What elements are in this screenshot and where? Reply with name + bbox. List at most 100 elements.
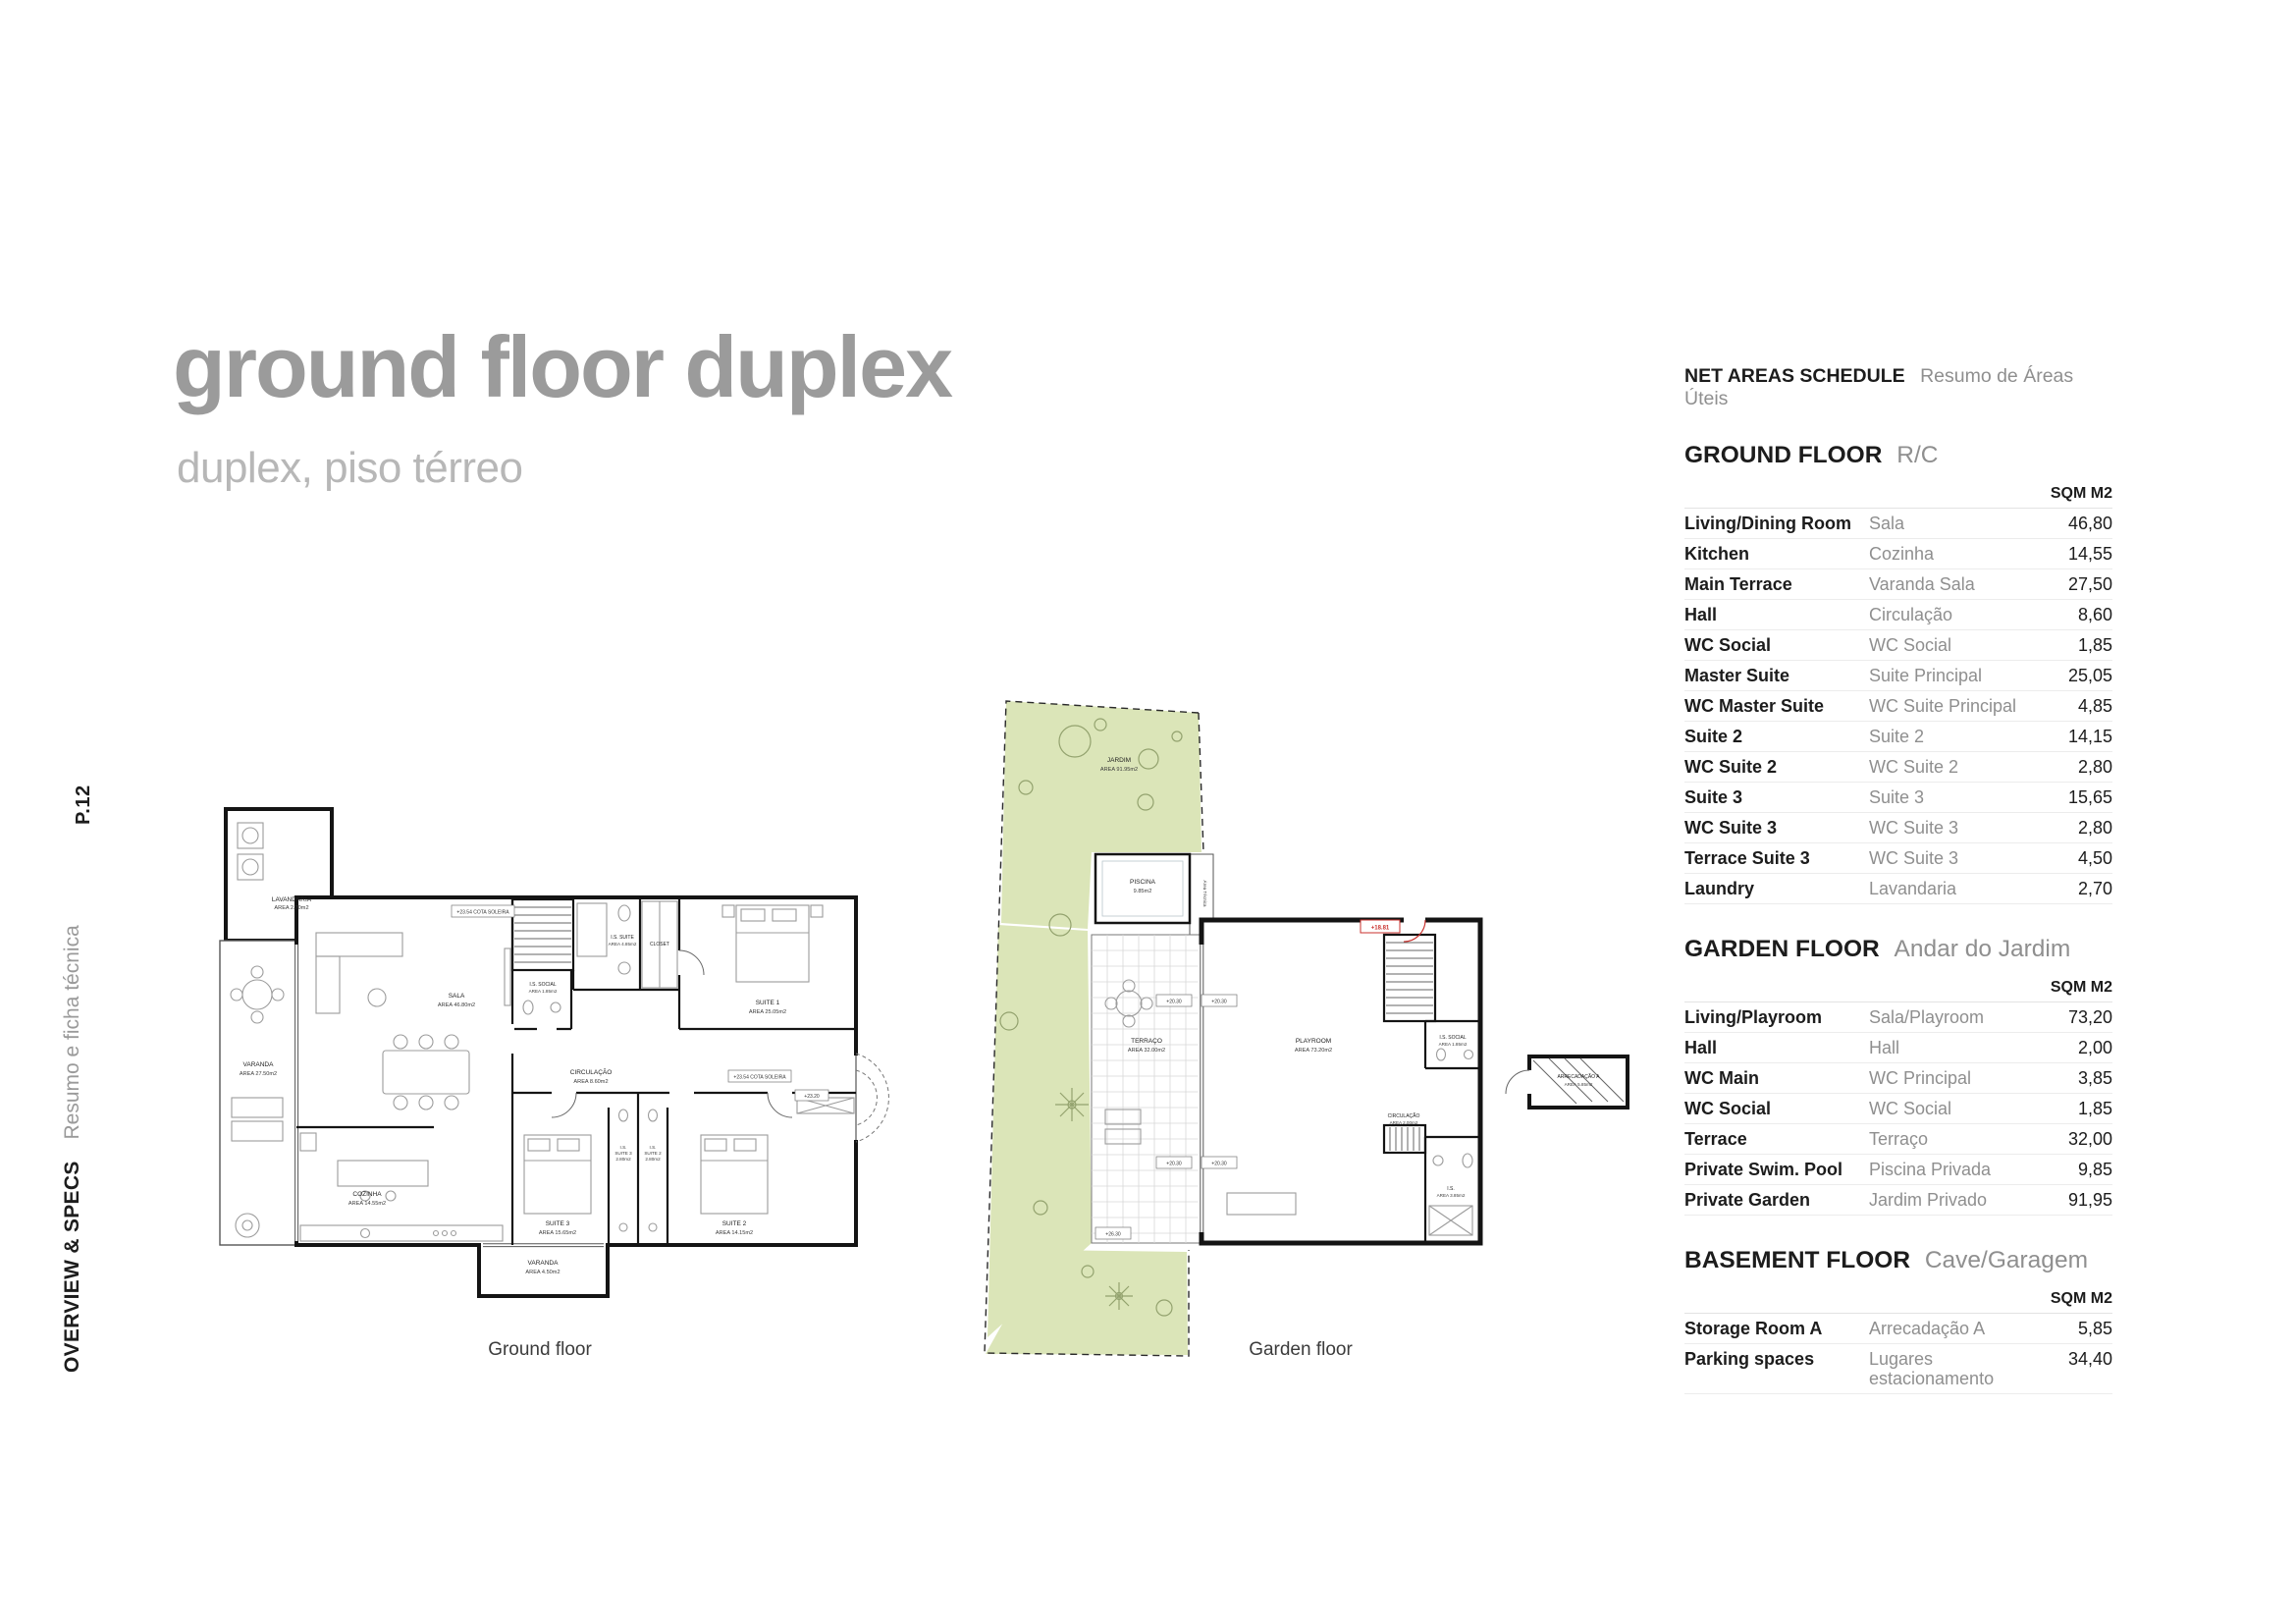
room-area-value: 5,85 <box>2077 1318 2112 1338</box>
room-label-is-social: I.S. SOCIAL <box>529 982 556 988</box>
room-name-pt: WC Suite Principal <box>1869 695 2017 716</box>
section-title-garden-floor: GARDEN FLOOR Andar do Jardim <box>1684 936 2112 963</box>
room-area-value: 91,95 <box>2067 1189 2112 1210</box>
room-label-is-suite3-2: SUITE 3 <box>614 1151 632 1156</box>
level-marker-red: +18.81 <box>1371 926 1390 932</box>
room-area-value: 14,55 <box>2067 543 2112 564</box>
garden-room-labels: JARDIM AREA 91.95m2 PISCINA 9.85m2 Área … <box>1100 757 1600 1198</box>
schedule-header: NET AREAS SCHEDULE Resumo de Áreas Úteis <box>1684 365 2112 410</box>
room-name-pt: Suite 3 <box>1869 786 1925 807</box>
room-label-arrecadacao: ARRECADAÇÃO A <box>1557 1073 1600 1080</box>
unit-header: SQM M2 <box>1684 1290 2112 1314</box>
room-name-pt: Sala/Playroom <box>1869 1006 1985 1027</box>
ground-stairs <box>514 906 571 963</box>
ground-floor-plan: +23.54 COTA SOLEIRA +23.54 COTA SOLEIRA … <box>219 807 889 1298</box>
room-name-en: Kitchen <box>1684 543 1750 564</box>
room-name-en: Terrace <box>1684 1128 1747 1149</box>
table-row: Suite 3 Suite 3 15,65 <box>1684 783 2112 813</box>
table-row: Kitchen Cozinha 14,55 <box>1684 539 2112 569</box>
page-title: ground floor duplex <box>173 318 953 415</box>
room-area-value: 1,85 <box>2077 1098 2112 1118</box>
page-number: P.12 <box>73 785 94 825</box>
room-name-pt: Lugares estacionamento <box>1869 1348 1995 1389</box>
room-area-playroom: AREA 73.20m2 <box>1295 1048 1332 1054</box>
room-label-closet: CLOSET <box>650 942 669 947</box>
room-label-terraco: TERRAÇO <box>1131 1038 1162 1045</box>
cota-soleira-label: +23.54 COTA SOLEIRA <box>733 1075 786 1081</box>
room-area-circulacao: AREA 8.60m2 <box>573 1079 608 1085</box>
room-name-pt: Piscina Privada <box>1869 1159 1992 1179</box>
garden-green-areas <box>986 701 1201 1355</box>
unit-header: SQM M2 <box>1684 979 2112 1002</box>
garden-boundary <box>984 700 1204 1357</box>
level-marker: +20.30 <box>1211 1162 1227 1167</box>
section-title-ground-floor: GROUND FLOOR R/C <box>1684 442 2112 469</box>
room-area-value: 4,50 <box>2077 847 2112 868</box>
room-area-value: 15,65 <box>2067 786 2112 807</box>
room-name-pt: WC Social <box>1869 634 1952 655</box>
room-label-lavandaria: LAVANDARIA <box>272 896 312 903</box>
section-title-en: GARDEN FLOOR <box>1684 936 1880 962</box>
room-area-value: 2,00 <box>2077 1037 2112 1057</box>
room-area-circulacao: AREA 2.00m2 <box>1390 1120 1418 1125</box>
level-marker: +20.30 <box>1166 1162 1182 1167</box>
room-name-en: WC Main <box>1684 1067 1759 1088</box>
room-area-value: 32,00 <box>2067 1128 2112 1149</box>
room-name-en: Hall <box>1684 604 1718 624</box>
ground-furniture <box>230 822 855 1242</box>
room-area-value: 3,85 <box>2077 1067 2112 1088</box>
section-title-pt: Andar do Jardim <box>1894 936 2071 962</box>
room-label-is-suite: I.S. SUITE <box>611 935 634 941</box>
room-name-en: Suite 2 <box>1684 726 1743 746</box>
room-name-en: Hall <box>1684 1037 1718 1057</box>
room-name-pt: WC Social <box>1869 1098 1952 1118</box>
page-subtitle: duplex, piso térreo <box>177 444 523 492</box>
cota-soleira-label: +23.54 COTA SOLEIRA <box>456 910 509 916</box>
section-title-pt: R/C <box>1896 442 1939 468</box>
room-area-value: 9,85 <box>2077 1159 2112 1179</box>
room-name-en: Parking spaces <box>1684 1348 1815 1369</box>
ground-entry-arcs <box>855 1053 889 1143</box>
ground-walls <box>219 807 859 1298</box>
room-name-pt: WC Principal <box>1869 1067 1972 1088</box>
ground-floor-caption: Ground floor <box>488 1339 592 1360</box>
sidebar-section-label: OVERVIEW & SPECS Resumo e ficha técnica <box>61 925 84 1373</box>
room-name-en: Terrace Suite 3 <box>1684 847 1810 868</box>
palm-tree <box>1105 1282 1133 1310</box>
room-name-pt: Sala <box>1869 513 1905 533</box>
room-name-en: WC Social <box>1684 634 1772 655</box>
ground-level-tags: +23.54 COTA SOLEIRA +23.54 COTA SOLEIRA … <box>451 904 829 1102</box>
room-area-sala: AREA 46.80m2 <box>438 1002 475 1008</box>
room-name-en: WC Master Suite <box>1684 695 1825 716</box>
sidebar-subtitle: Resumo e ficha técnica <box>61 925 83 1140</box>
garden-trees <box>999 718 1183 1317</box>
room-label-jardim: JARDIM <box>1107 757 1131 764</box>
room-name-pt: Lavandaria <box>1869 878 1957 898</box>
room-area-value: 14,15 <box>2067 726 2112 746</box>
room-area-is-social: AREA 1.85m2 <box>1439 1042 1468 1047</box>
room-area-varanda: AREA 27.50m2 <box>240 1071 277 1077</box>
room-label-is-main: I.S. <box>1447 1186 1455 1192</box>
room-name-pt: Cozinha <box>1869 543 1935 564</box>
room-area-value: 2,80 <box>2077 756 2112 777</box>
room-area-value: 8,60 <box>2077 604 2112 624</box>
room-area-arrecadacao: AREA 5.85m2 <box>1565 1082 1593 1087</box>
ground-room-labels: LAVANDARIA AREA 2.70m2 VARANDA AREA 27.5… <box>240 896 786 1275</box>
room-label-is-suite2: I.S. <box>650 1145 657 1150</box>
room-area-value: 25,05 <box>2067 665 2112 685</box>
room-name-en: Suite 3 <box>1684 786 1743 807</box>
